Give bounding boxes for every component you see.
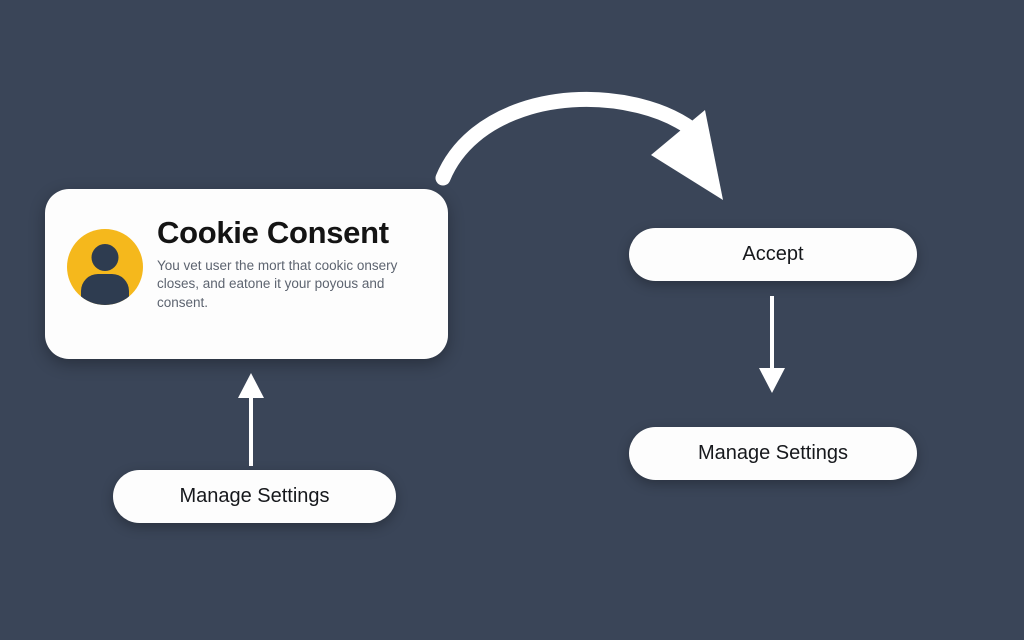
- arrow-up-icon: [238, 373, 264, 466]
- accept-button[interactable]: Accept: [629, 228, 917, 281]
- user-avatar-icon: [67, 229, 143, 305]
- curved-arrow-right-icon: [435, 92, 723, 200]
- avatar-head-shape: [91, 244, 119, 271]
- card-text-block: Cookie Consent You vet user the mort tha…: [157, 211, 428, 312]
- cookie-consent-card: Cookie Consent You vet user the mort tha…: [45, 189, 448, 359]
- card-title: Cookie Consent: [157, 215, 389, 250]
- manage-settings-button-right[interactable]: Manage Settings: [629, 427, 917, 480]
- avatar-body-shape: [81, 274, 129, 305]
- manage-settings-button-left[interactable]: Manage Settings: [113, 470, 396, 523]
- arrow-down-icon: [759, 296, 785, 393]
- card-body-text: You vet user the mort that cookic onsery…: [157, 257, 398, 310]
